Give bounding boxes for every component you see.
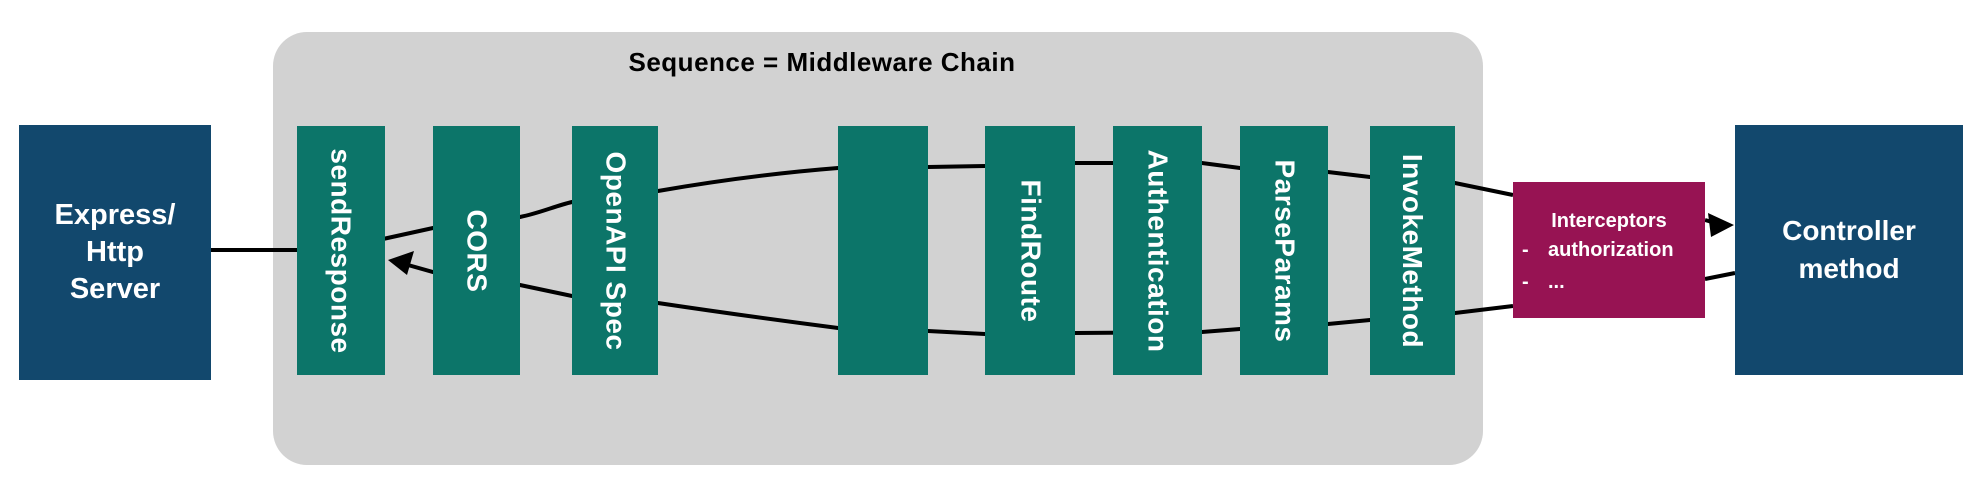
middleware-cors: CORS bbox=[433, 126, 520, 375]
middleware-invokemethod: InvokeMethod bbox=[1370, 126, 1455, 375]
middleware-openapi-spec: OpenAPI Spec bbox=[572, 126, 658, 375]
middleware-label: OpenAPI Spec bbox=[600, 151, 631, 350]
controller-return-line bbox=[1704, 271, 1736, 281]
bullet-dash-icon: - bbox=[1522, 239, 1529, 261]
middleware-label: CORS bbox=[461, 209, 493, 292]
middleware-label: Authentication bbox=[1142, 149, 1174, 352]
middleware-findroute: FindRoute bbox=[985, 126, 1075, 375]
controller-label-line2: method bbox=[1798, 253, 1900, 284]
return-arrowhead-icon bbox=[388, 251, 414, 275]
middleware-label: InvokeMethod bbox=[1397, 153, 1429, 348]
middleware-label: FindRoute bbox=[1015, 179, 1047, 322]
interceptor-bullet-row: - authorization bbox=[1522, 237, 1705, 263]
middleware-label: sendResponse bbox=[326, 147, 358, 354]
middleware-unlabeled bbox=[838, 126, 928, 375]
controller-label-line1: Controller bbox=[1782, 215, 1916, 246]
middleware-label: ParseParams bbox=[1269, 159, 1301, 342]
forward-path bbox=[382, 161, 1514, 241]
interceptor-bullet-label: ... bbox=[1548, 271, 1565, 293]
middleware-sendresponse: sendResponse bbox=[297, 126, 385, 375]
bullet-dash-icon: - bbox=[1522, 271, 1529, 293]
express-label-line1: Express/ bbox=[54, 199, 176, 231]
controller-arrowhead-icon bbox=[1708, 213, 1734, 237]
controller-method-node: Controller method bbox=[1735, 125, 1963, 375]
middleware-authentication: Authentication bbox=[1113, 126, 1202, 375]
middleware-parseparams: ParseParams bbox=[1240, 126, 1328, 375]
interceptor-bullet-label: authorization bbox=[1548, 239, 1674, 261]
return-path bbox=[407, 263, 1514, 337]
express-http-server-node: Express/ Http Server bbox=[19, 125, 211, 380]
interceptors-title: Interceptors bbox=[1551, 210, 1667, 232]
sequence-title: Sequence = Middleware Chain bbox=[628, 47, 1016, 77]
interceptors-node: Interceptors - authorization - ... bbox=[1513, 182, 1705, 318]
interceptor-bullet-row: - ... bbox=[1522, 269, 1705, 295]
express-label-line2: Http bbox=[86, 236, 144, 268]
express-label-line3: Server bbox=[69, 273, 161, 305]
